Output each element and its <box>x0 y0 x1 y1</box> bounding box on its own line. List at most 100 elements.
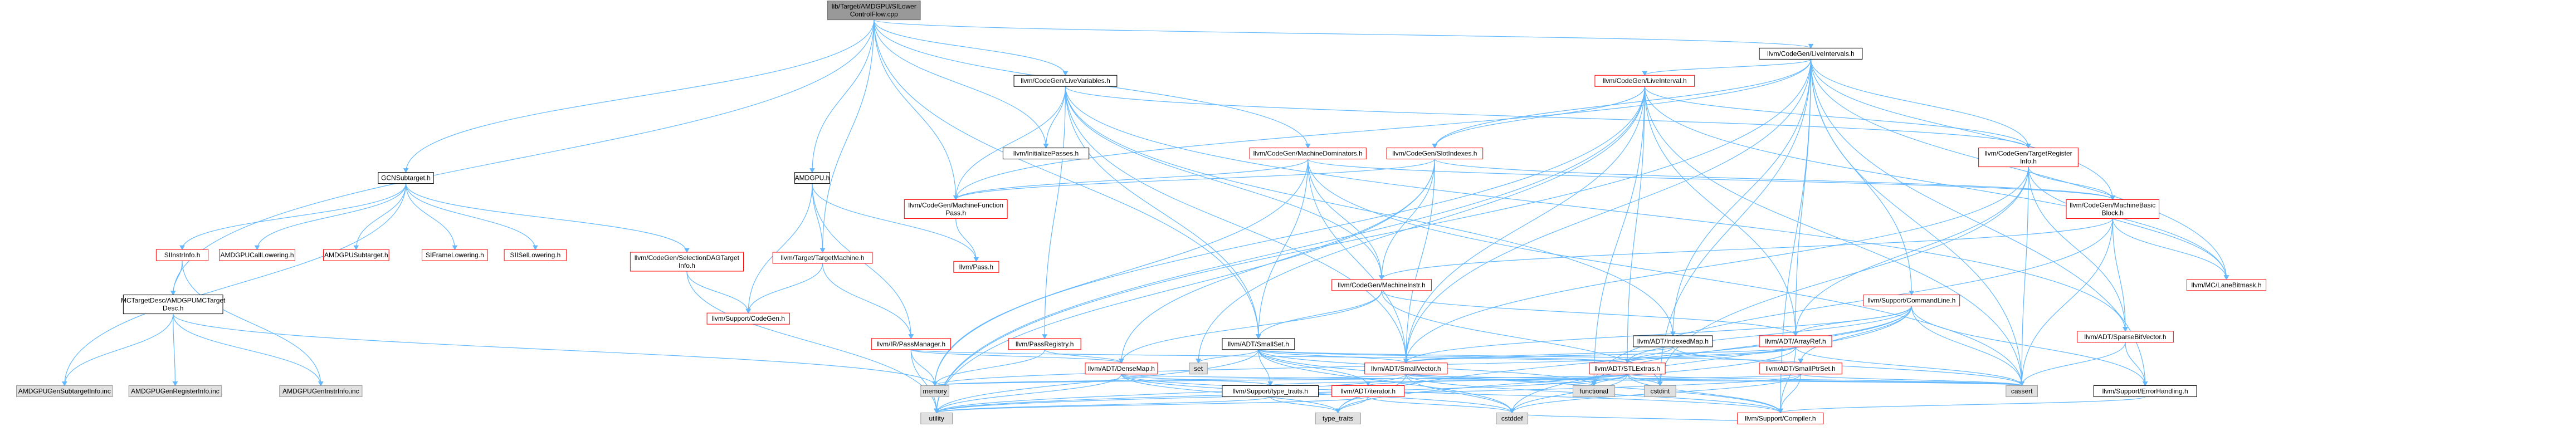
node-label-callow: AMDGPUCallLowering.h <box>221 251 294 259</box>
node-box-stlextras <box>1589 363 1666 375</box>
edge-livevar-passregistry <box>1042 86 1066 339</box>
node-gensub: AMDGPUGenSubtargetInfo.inc <box>16 385 113 398</box>
edge-mbb-machineinstr <box>1379 218 2113 280</box>
node-sparsebv[interactable]: llvm/ADT/SparseBitVector.h <box>2077 331 2174 343</box>
edge-densemap-typetraitsh <box>1121 374 1274 386</box>
node-box-passmanager <box>871 338 951 350</box>
node-codegen[interactable]: llvm/Support/CodeGen.h <box>706 312 790 325</box>
edge-tri-cassert <box>2019 166 2029 386</box>
node-slotindexes[interactable]: llvm/CodeGen/SlotIndexes.h <box>1386 148 1484 160</box>
node-label-densemap: llvm/ADT/DenseMap.h <box>1088 365 1155 373</box>
node-label-cstdint: cstdint <box>1650 388 1670 395</box>
node-siinstr[interactable]: SIInstrInfo.h <box>155 249 209 261</box>
node-errorhandling[interactable]: llvm/Support/ErrorHandling.h <box>2093 385 2197 398</box>
node-label-seldag: llvm/CodeGen/SelectionDAGTarget <box>635 254 740 262</box>
edge-iterator-typetraits <box>1335 396 1369 414</box>
node-passh[interactable]: llvm/Pass.h <box>953 261 999 273</box>
node-label-utility: utility <box>929 414 944 422</box>
node-arrayref[interactable]: llvm/ADT/ArrayRef.h <box>1759 335 1832 347</box>
node-lanebitmask[interactable]: llvm/MC/LaneBitmask.h <box>2186 279 2267 291</box>
node-label-genreg: AMDGPUGenRegisterInfo.inc <box>131 388 219 395</box>
node-box-mcdesc <box>123 295 223 315</box>
node-livevar[interactable]: llvm/CodeGen/LiveVariables.h <box>1013 75 1118 87</box>
node-liveinterval[interactable]: llvm/CodeGen/LiveInterval.h <box>1594 75 1695 87</box>
node-box-typetraitsh <box>1222 385 1319 398</box>
edge-typetraitsh-typetraits <box>1270 396 1341 414</box>
edge-root-livevar <box>874 19 1069 76</box>
node-box-mbb <box>2066 199 2160 219</box>
node-label-amdsub: AMDGPUSubtarget.h <box>324 251 388 259</box>
node-box-codegen <box>706 312 790 325</box>
edge-liveinterval-smallvector <box>1403 86 1645 364</box>
edge-mfpass-passh <box>955 218 979 262</box>
node-box-densemap <box>1085 363 1158 375</box>
node-cmdline[interactable]: llvm/Support/CommandLine.h <box>1863 295 1960 307</box>
node-box-siinstr <box>155 249 209 261</box>
node-typetraitsh[interactable]: llvm/Support/type_traits.h <box>1222 385 1319 398</box>
node-typetraits: type_traits <box>1315 412 1361 424</box>
node-iterator[interactable]: llvm/ADT/iterator.h <box>1331 385 1405 398</box>
node-smallvector[interactable]: llvm/ADT/SmallVector.h <box>1364 363 1448 375</box>
node-compiler[interactable]: llvm/Support/Compiler.h <box>1737 412 1824 424</box>
node-machinedom[interactable]: llvm/CodeGen/MachineDominators.h <box>1249 148 1367 160</box>
node-label-machinedom: llvm/CodeGen/MachineDominators.h <box>1253 150 1363 158</box>
node-stlextras[interactable]: llvm/ADT/STLExtras.h <box>1589 363 1666 375</box>
node-targetmachine[interactable]: llvm/Target/TargetMachine.h <box>772 252 873 264</box>
node-label-lanebitmask: llvm/MC/LaneBitmask.h <box>2192 281 2262 289</box>
node-label-sparsebv: llvm/ADT/SparseBitVector.h <box>2084 333 2166 341</box>
edge-gcn-amdsub <box>353 183 407 251</box>
node-label-mbb: Block.h <box>2102 209 2124 217</box>
node-box-gcn <box>378 172 434 184</box>
node-initpasses[interactable]: llvm/InitializePasses.h <box>1002 148 1090 160</box>
node-label-initpasses: llvm/InitializePasses.h <box>1013 150 1079 158</box>
edge-gcn-callow <box>254 183 407 251</box>
node-box-arrayref <box>1759 335 1832 347</box>
node-label-liveint: llvm/CodeGen/LiveIntervals.h <box>1767 50 1855 57</box>
node-siisel[interactable]: SIISelLowering.h <box>504 249 567 261</box>
node-amdgpuh[interactable]: AMDGPU.h <box>794 172 830 184</box>
edge-arrayref-smallvector <box>1403 346 1796 364</box>
node-densemap[interactable]: llvm/ADT/DenseMap.h <box>1085 363 1158 375</box>
edge-mcdesc-gensub <box>61 314 174 386</box>
edge-sparsebv-cassert <box>2019 342 2126 386</box>
edge-smallvector-memory <box>932 374 1407 386</box>
node-passmanager[interactable]: llvm/IR/PassManager.h <box>871 338 951 350</box>
node-machineinstr[interactable]: llvm/CodeGen/MachineInstr.h <box>1331 279 1432 291</box>
edge-targetmachine-passmanager <box>822 263 914 339</box>
node-box-compiler <box>1737 412 1824 424</box>
node-indexedmap[interactable]: llvm/ADT/IndexedMap.h <box>1633 335 1713 347</box>
node-label-root: ControlFlow.cpp <box>850 11 898 18</box>
node-box-tri <box>1978 148 2079 168</box>
node-label-root: lib/Target/AMDGPU/SILower <box>832 3 916 11</box>
edge-passregistry-memory <box>932 349 1045 386</box>
edge-mbb-sparsebv <box>2112 218 2128 332</box>
node-box-cstdint <box>1643 385 1676 398</box>
node-label-gcn: GCNSubtarget.h <box>381 174 431 182</box>
node-label-cassert: cassert <box>2011 388 2033 395</box>
edge-livevar-smallvector <box>1065 86 1409 364</box>
node-label-geninstr: AMDGPUGenInstrInfo.inc <box>282 388 359 395</box>
edge-sparsebv-errorhandling <box>2125 342 2148 386</box>
node-label-codegen: llvm/Support/CodeGen.h <box>712 315 785 322</box>
node-amdsub[interactable]: AMDGPUSubtarget.h <box>323 249 389 261</box>
node-smallptrset[interactable]: llvm/ADT/SmallPtrSet.h <box>1759 363 1842 375</box>
edge-slotindexes-densemap <box>1119 159 1435 364</box>
edge-livevar-sparsebv <box>1065 86 2128 332</box>
node-siframe[interactable]: SIFrameLowering.h <box>422 249 488 261</box>
node-passregistry[interactable]: llvm/PassRegistry.h <box>1008 338 1081 350</box>
node-gcn[interactable]: GCNSubtarget.h <box>378 172 434 184</box>
edge-mcdesc-genreg <box>172 314 178 386</box>
node-box-passh <box>953 261 999 273</box>
edge-machineinstr-arrayref <box>1381 290 1798 336</box>
node-smallset[interactable]: llvm/ADT/SmallSet.h <box>1222 338 1295 350</box>
edge-livevar-tri <box>1065 86 2031 149</box>
node-liveint[interactable]: llvm/CodeGen/LiveIntervals.h <box>1759 47 1863 60</box>
node-callow[interactable]: AMDGPUCallLowering.h <box>219 249 296 261</box>
node-label-mfpass: llvm/CodeGen/MachineFunction <box>908 201 1003 209</box>
edge-cmdline-cstddef <box>1509 306 1912 414</box>
